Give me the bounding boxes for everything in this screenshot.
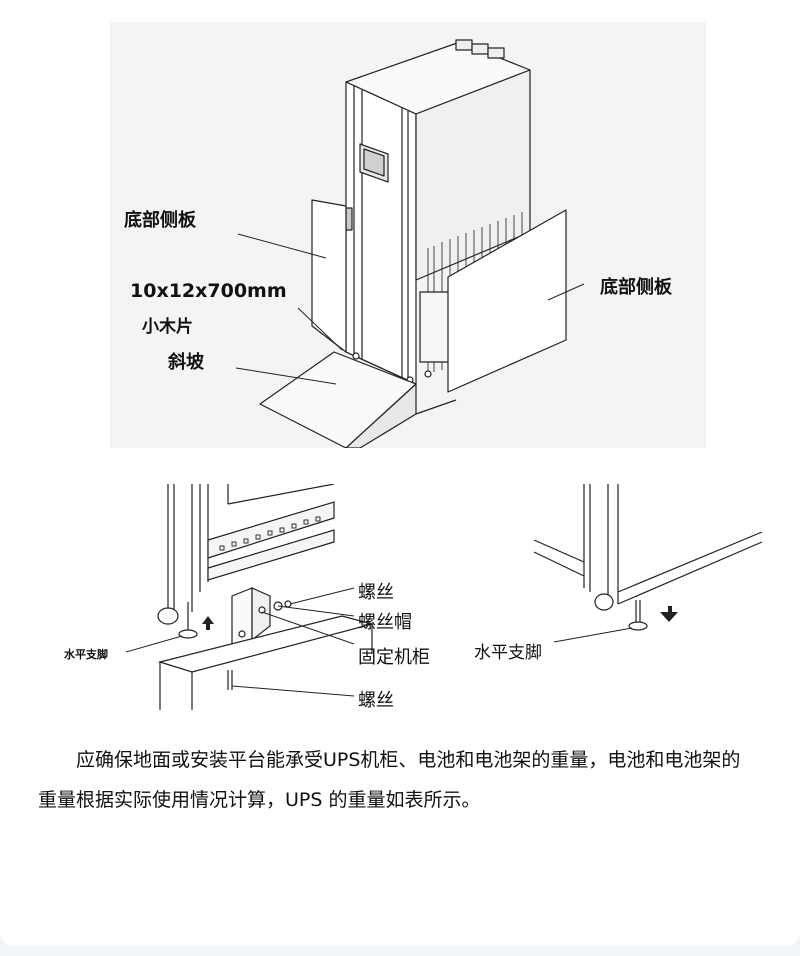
label-fix-cabinet: 固定机柜 — [358, 647, 430, 668]
label-leveling-foot-right: 水平支脚 — [474, 643, 542, 663]
label-right-side-panel: 底部侧板 — [600, 277, 672, 298]
weight-requirement-paragraph: 应确保地面或安装平台能承受UPS机柜、电池和电池架的重量，电池和电池架的重量根据… — [38, 749, 741, 811]
label-screw-bottom: 螺丝 — [358, 690, 394, 711]
label-wood-strip-size: 10x12x700mm — [130, 280, 287, 302]
label-left-side-panel: 底部侧板 — [124, 210, 196, 231]
label-wood-strip-name: 小木片 — [142, 317, 193, 337]
fixing-bracket-illustration — [125, 484, 375, 710]
label-ramp: 斜坡 — [168, 352, 204, 373]
label-screw-cap: 螺丝帽 — [358, 612, 412, 633]
leveling-foot-figure — [472, 484, 772, 674]
fixing-bracket-figure — [42, 484, 442, 710]
label-screw-top: 螺丝 — [358, 582, 394, 603]
ups-ramp-illustration — [235, 39, 585, 448]
ups-ramp-installation-figure — [110, 22, 706, 448]
leveling-foot-illustration — [533, 484, 763, 643]
label-leveling-foot-left: 水平支脚 — [64, 648, 108, 661]
